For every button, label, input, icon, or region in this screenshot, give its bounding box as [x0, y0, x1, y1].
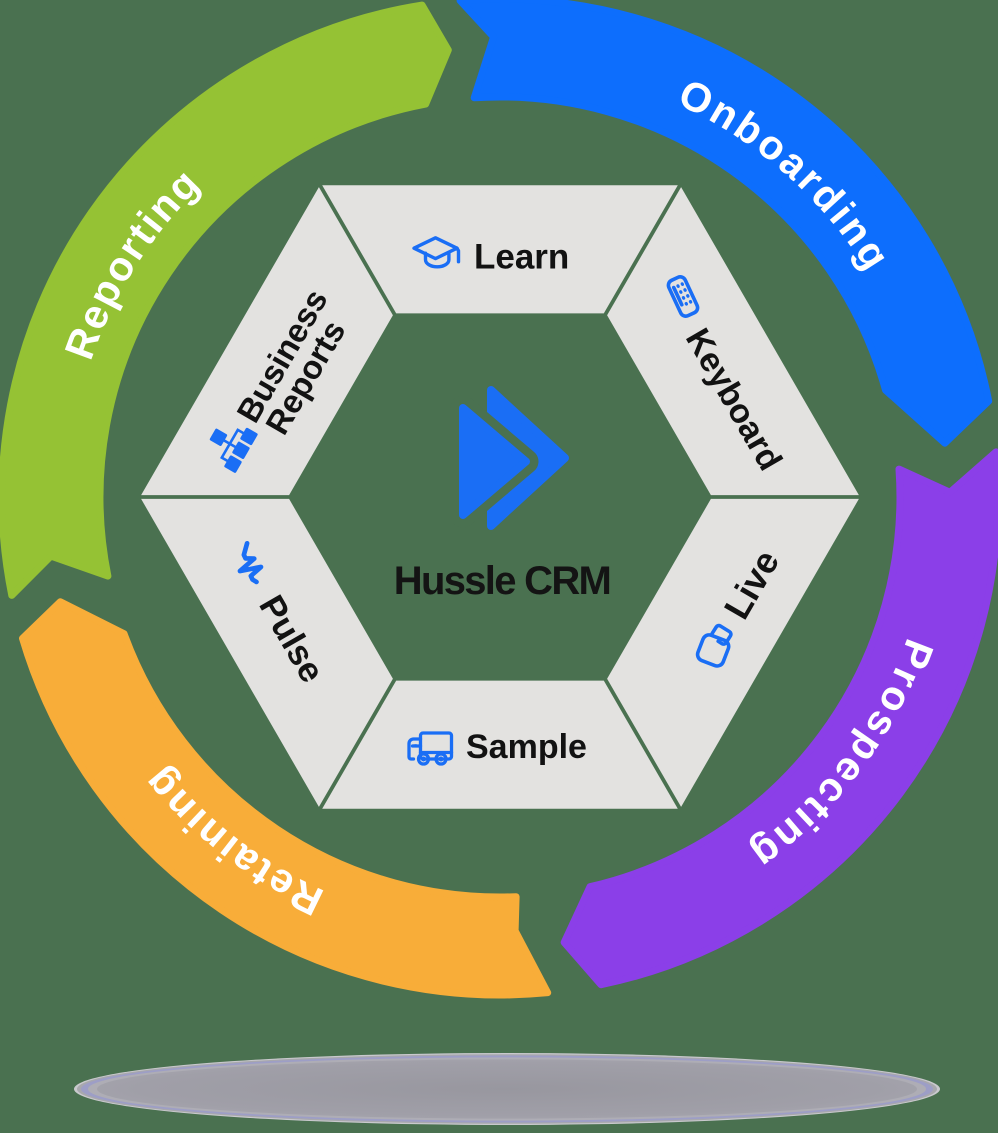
svg-text:Hussle CRM: Hussle CRM — [394, 559, 610, 603]
svg-text:Learn: Learn — [474, 238, 569, 277]
svg-text:Sample: Sample — [466, 728, 587, 766]
